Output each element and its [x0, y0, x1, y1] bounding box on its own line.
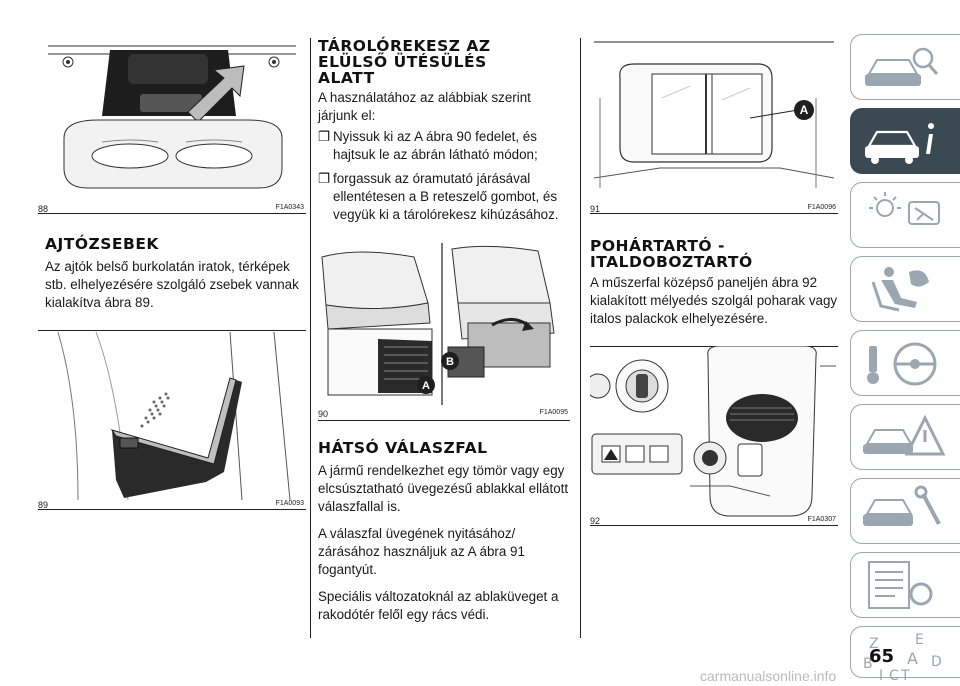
- figure-code: F1A0095: [539, 409, 568, 416]
- front-tray-intro: A használatához az alábbiak szerint járj…: [318, 90, 531, 123]
- car-search-icon: [865, 47, 939, 86]
- rear-partition-text-2: A válaszfal üvegének nyitásához/ zárásáh…: [318, 526, 525, 577]
- title-line: POHÁRTARTÓ -: [590, 237, 725, 255]
- index-letter: B: [863, 656, 873, 672]
- index-letter: Z: [869, 636, 879, 652]
- column-divider: [580, 38, 581, 638]
- hazard-button: [601, 445, 621, 463]
- index-letter: A: [907, 649, 918, 668]
- title-line: ELÜLSŐ ÜTÉSÜLÉS: [318, 53, 487, 71]
- warning-lights-icon: [869, 192, 940, 225]
- breakdown-triangle-icon: [863, 414, 946, 456]
- figure-code: F1A0096: [807, 204, 836, 211]
- figure-89-illustration: [38, 330, 306, 501]
- door-pockets-text: Az ajtók belső burkolatán iratok, térkép…: [45, 259, 299, 310]
- tab-vehicle-overview[interactable]: [850, 34, 960, 100]
- airbag-seat-icon: [871, 267, 929, 312]
- callout-a: A: [800, 103, 809, 117]
- cup-holder-text: A műszerfal középső paneljén ábra 92 kia…: [590, 275, 838, 326]
- section-title-door-pockets: AJTÓZSEBEK: [45, 235, 159, 253]
- callout-b: B: [446, 356, 454, 368]
- index-letter: T: [900, 668, 910, 682]
- callout-b-badge: [441, 352, 459, 370]
- figure-code: F1A0343: [275, 204, 304, 211]
- figure-91-illustration: A: [593, 41, 835, 188]
- bullet-box-icon: ❐: [318, 129, 331, 144]
- figure-number: 88: [38, 204, 49, 214]
- section-title-front-tray: TÁROLÓREKESZ AZ ELÜLSŐ ÜTÉSÜLÉS ALATT: [318, 38, 568, 86]
- title-line: ALATT: [318, 69, 375, 87]
- tab-vehicle-info[interactable]: [850, 108, 960, 174]
- tab-emergency[interactable]: [850, 404, 960, 470]
- figure-code: F1A0093: [275, 500, 304, 507]
- step-text: forgassuk az óramutató járásával ellenté…: [333, 171, 559, 222]
- step-text: Nyissuk ki az A ábra 90 fedelet, és hajt…: [333, 129, 538, 162]
- figure-number: 91: [590, 204, 601, 214]
- figure-90-illustration: B A: [321, 243, 555, 405]
- tab-technical-data[interactable]: [850, 552, 960, 618]
- index-letter: E: [915, 632, 924, 648]
- callout-a-badge: [417, 376, 435, 394]
- callout-a: A: [422, 380, 430, 392]
- figure-92: 92 F1A0307: [590, 346, 838, 526]
- front-tray-step-2: ❐ forgassuk az óramutató járásával ellen…: [318, 170, 574, 224]
- car-service-icon: [863, 485, 941, 526]
- tab-maintenance[interactable]: [850, 478, 960, 544]
- figure-89: 89 F1A0093: [38, 330, 306, 510]
- bullet-box-icon: ❐: [318, 171, 331, 186]
- figure-92-illustration: [590, 346, 838, 517]
- figure-90: B A 90 F1A0095: [318, 243, 570, 421]
- figure-code: F1A0307: [807, 516, 836, 523]
- figure-88: 88 F1A0343: [38, 38, 306, 214]
- speaker-grille: [140, 392, 170, 428]
- section-title-rear-partition: HÁTSÓ VÁLASZFAL: [318, 439, 488, 457]
- index-letter: D: [931, 654, 942, 670]
- car-info-icon: [865, 123, 934, 164]
- rear-partition-text-3: Speciális változatoknál az ablaküveget a…: [318, 589, 559, 622]
- index-letter: C: [889, 668, 899, 682]
- figure-88-illustration: [48, 45, 296, 189]
- alphabetical-index-icon: Z E A B D I C T: [863, 632, 942, 682]
- callout-a-badge: [794, 100, 814, 120]
- tab-warning-lights[interactable]: [850, 182, 960, 248]
- figure-number: 90: [318, 409, 329, 419]
- section-title-cup-holder: POHÁRTARTÓ - ITALDOBOZTARTÓ: [590, 238, 840, 270]
- tab-safety[interactable]: [850, 256, 960, 322]
- title-line: ITALDOBOZTARTÓ: [590, 253, 753, 271]
- tab-index[interactable]: Z E A B D I C T: [850, 626, 960, 682]
- key-steering-icon: [867, 342, 937, 386]
- tab-starting-driving[interactable]: [850, 330, 960, 396]
- front-tray-step-1: ❐ Nyissuk ki az A ábra 90 fedelet, és ha…: [318, 128, 574, 164]
- figure-number: 92: [590, 516, 601, 526]
- title-line: TÁROLÓREKESZ AZ: [318, 37, 491, 55]
- technical-data-icon: [868, 561, 933, 609]
- figure-91: A 91 F1A0096: [590, 38, 838, 214]
- figure-number: 89: [38, 500, 49, 510]
- page-number: 65: [869, 646, 895, 667]
- watermark: carmanualsonline.info: [700, 668, 837, 684]
- column-divider: [310, 38, 311, 638]
- rear-partition-text-1: A jármű rendelkezhet egy tömör vagy egy …: [318, 463, 569, 514]
- index-letter: I: [879, 668, 883, 682]
